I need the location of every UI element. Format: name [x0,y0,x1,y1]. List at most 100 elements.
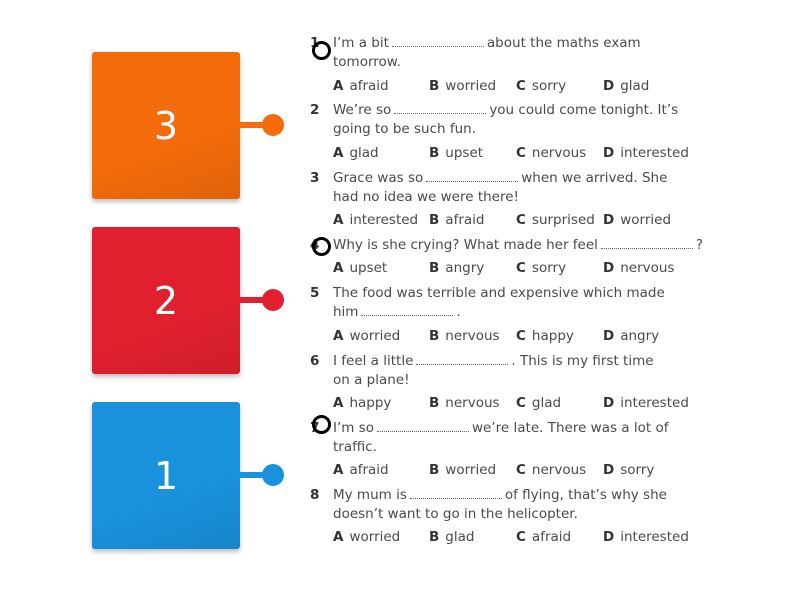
answer-box-2[interactable]: 2 [92,227,240,374]
answer-box-1[interactable]: 1 [92,402,240,549]
answer-blank[interactable] [377,419,470,432]
option-letter: B [429,78,440,94]
question-number: 8 [310,487,320,503]
option-text: afraid [445,212,485,228]
option-text: afraid [349,462,389,478]
question-text: I’m so [333,420,375,436]
answer-box-3[interactable]: 3 [92,52,240,199]
connector-dot-handle[interactable] [262,114,284,136]
option-letter: B [429,260,440,276]
question-text-line: on a plane! [333,371,710,390]
option-letter: D [603,529,615,545]
question-text: going to be such fun. [333,121,477,137]
option-text: nervous [531,145,587,161]
ring-marker[interactable] [312,41,331,60]
option-text: interested [620,529,689,545]
connector-dot-handle[interactable] [262,464,284,486]
option-letter: B [429,328,440,344]
answer-blank[interactable] [416,352,509,365]
question-number: 3 [310,170,320,186]
answer-blank[interactable] [426,169,519,182]
option-letter: D [603,78,615,94]
option-text: upset [349,260,388,276]
option-text: angry [445,260,485,276]
answer-blank[interactable] [361,303,454,316]
ring-marker[interactable] [312,237,331,256]
question-text: traffic. [333,439,377,455]
option-text: glad [349,145,379,161]
option-letter: A [333,260,344,276]
answer-blank[interactable] [391,34,484,47]
answer-blank[interactable] [600,236,693,249]
option-letter: D [603,395,615,411]
option-text: glad [531,395,562,411]
option-letter: A [333,395,344,411]
question-text-line: Why is she crying? What made her feel? [333,236,710,255]
question-text: The food was terrible and expensive whic… [333,285,665,301]
connector-dot-handle[interactable] [262,289,284,311]
question-text: about the maths exam [486,35,641,51]
question-text: had no idea we were there! [333,189,519,205]
option-letter: B [429,395,440,411]
option-text: sorry [620,462,655,478]
ring-marker[interactable] [312,415,331,434]
option-text: glad [620,78,650,94]
question-text: ? [695,237,704,253]
option-letter: C [516,260,526,276]
question-text: doesn’t want to go in the helicopter. [333,506,578,522]
option-text: surprised [531,212,595,228]
option-text: glad [445,529,475,545]
answer-blank[interactable] [409,486,502,499]
option-letter: A [333,529,344,545]
option-text: nervous [620,260,675,276]
option-text: interested [620,395,689,411]
question-text-line: tomorrow. [333,53,710,72]
answer-blank[interactable] [394,101,487,114]
option-letter: B [429,212,440,228]
question-text: . This is my first time [511,353,654,369]
option-text: nervous [531,462,587,478]
option-letter: A [333,145,344,161]
question-text-line: going to be such fun. [333,120,710,139]
question-text-line: had no idea we were there! [333,188,710,207]
option-text: worried [349,529,401,545]
option-text: worried [445,462,497,478]
question-number: 6 [310,353,320,369]
option-letter: A [333,212,344,228]
